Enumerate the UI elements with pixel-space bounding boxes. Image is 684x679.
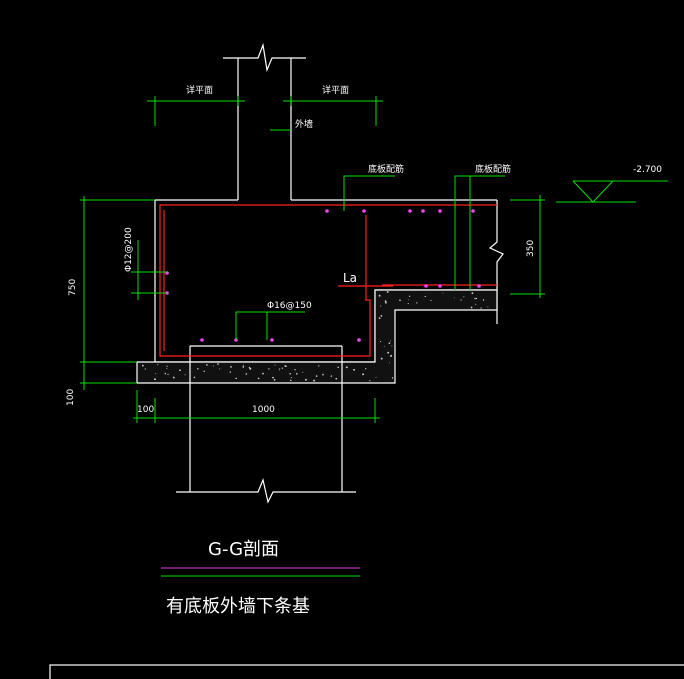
outer-wall-label: 外墙: [295, 118, 313, 130]
bottom-slab-rebar-label-1: 底板配筋: [368, 163, 404, 175]
rebar-dots: [165, 209, 481, 342]
elevation-label: -2.700: [633, 165, 662, 175]
footing-outline: [154, 199, 504, 363]
slab-surface-label-right: 详平面: [322, 84, 349, 96]
rebar: [159, 204, 497, 357]
dim-350-label: 350: [526, 240, 536, 257]
dim-100-left-label: 100: [66, 389, 76, 406]
dim-750-label: 750: [68, 279, 78, 296]
bottom-rebar-label: Φ16@150: [267, 301, 312, 311]
bottom-slab-rebar-label-2: 底板配筋: [475, 163, 511, 175]
anchorage-label: La: [343, 271, 357, 285]
cushion-layer: [136, 289, 498, 384]
dim-1000-label: 1000: [252, 405, 275, 415]
side-rebar-label: Φ12@200: [124, 227, 134, 272]
lower-pier: [176, 345, 356, 504]
section-subtitle: 有底板外墙下条基: [166, 596, 310, 617]
slab-surface-label-left: 详平面: [186, 84, 213, 96]
drawing-frame: [49, 664, 684, 679]
upper-wall: [223, 42, 306, 200]
dimensions: [80, 96, 668, 423]
dim-100-bottom-label: 100: [137, 405, 154, 415]
section-title: G-G剖面: [208, 539, 279, 560]
